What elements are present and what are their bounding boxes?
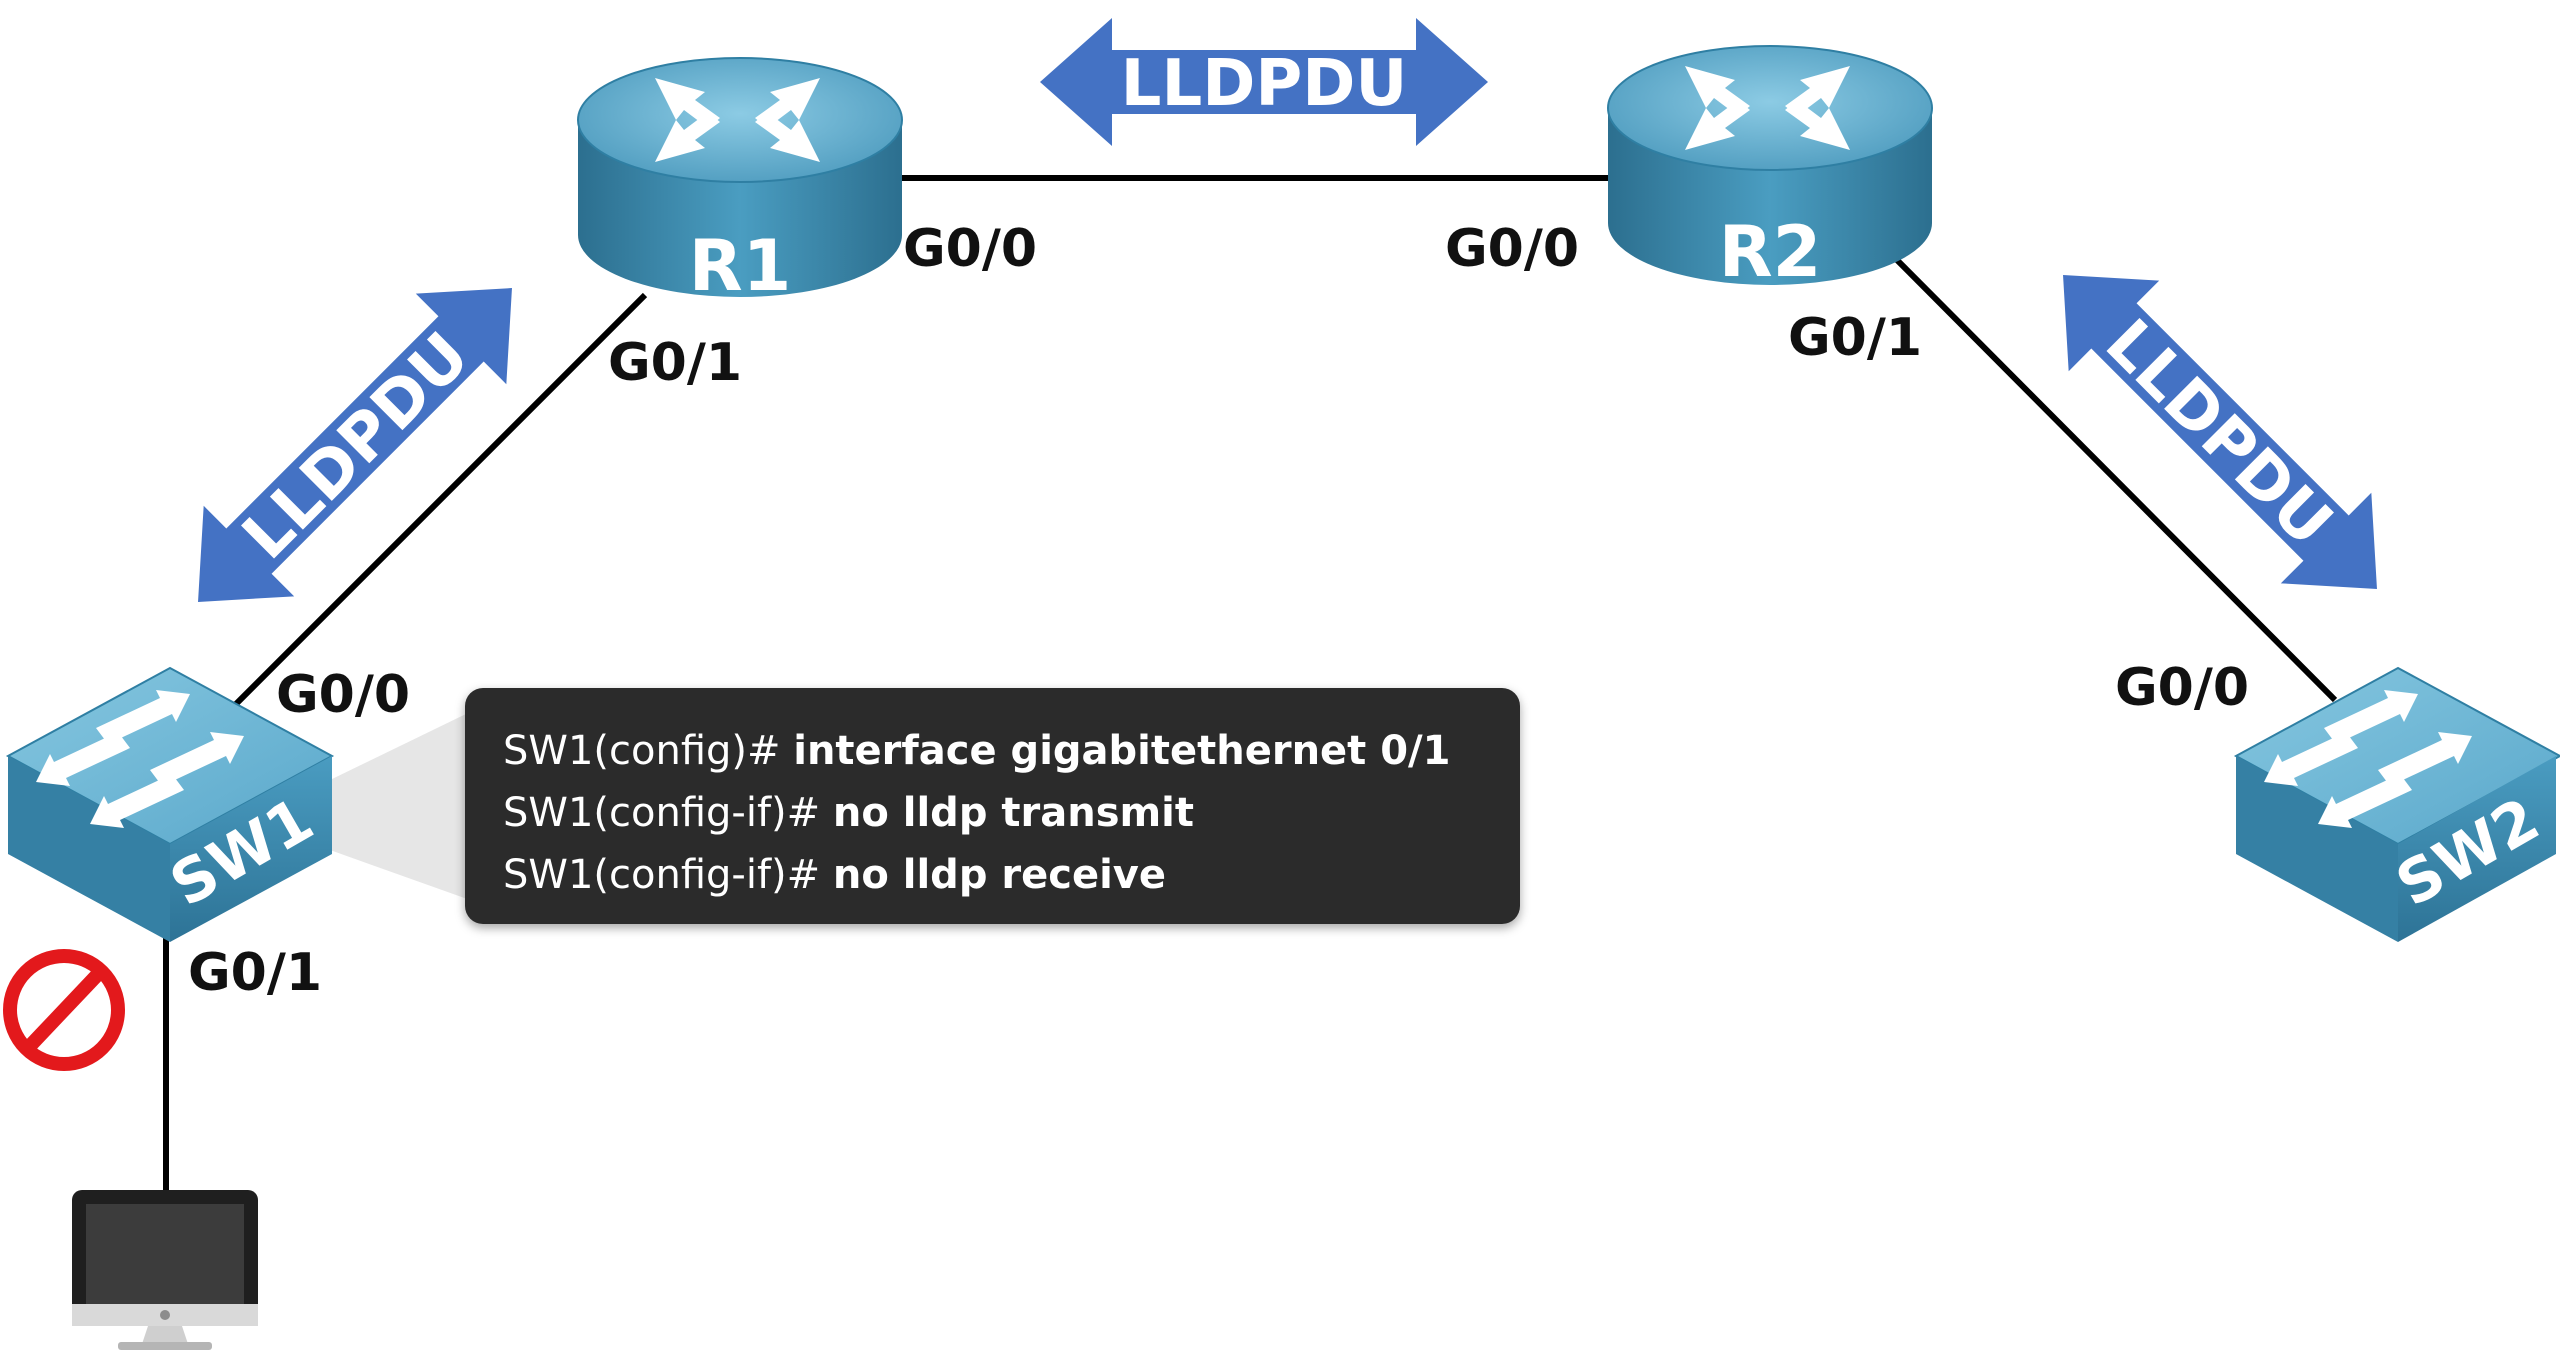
link-r1-sw1 (227, 292, 648, 713)
port-label-r1-g00: G0/0 (903, 219, 1037, 279)
link-r2-sw2 (1892, 255, 2338, 703)
port-label-r1-g01: G0/1 (608, 333, 742, 393)
port-label-r2-g01: G0/1 (1788, 308, 1922, 368)
cli-line-3: SW1(config-if)# no lldp receive (503, 844, 1520, 906)
device-label-r1: R1 (689, 225, 792, 307)
cli-command: no lldp transmit (832, 790, 1195, 836)
port-label-sw1-g00: G0/0 (276, 665, 410, 725)
lldpdu-label-top: LLDPDU (1121, 47, 1408, 121)
switch-arrows-icon (36, 690, 244, 828)
lldpdu-arrow-right: LLDPDU (2063, 275, 2377, 589)
port-label-sw2-g00: G0/0 (2115, 658, 2249, 718)
router-arrows-icon (655, 78, 820, 162)
cli-config-box: SW1(config)# interface gigabitethernet 0… (465, 688, 1520, 924)
cli-prompt: SW1(config-if)# (503, 852, 833, 898)
cli-prompt: SW1(config-if)# (503, 790, 833, 836)
switch-arrows-icon (2264, 690, 2472, 828)
computer-icon[interactable] (72, 1190, 258, 1350)
lldpdu-label-right: LLDPDU (2091, 306, 2346, 561)
cli-command: interface gigabitethernet 0/1 (793, 728, 1451, 774)
links (163, 175, 2338, 1195)
cli-prompt: SW1(config)# (503, 728, 794, 774)
device-label-r2: R2 (1719, 211, 1822, 293)
prohibited-icon (3, 949, 125, 1071)
port-label-r2-g00: G0/0 (1445, 219, 1579, 279)
router-arrows-icon (1685, 66, 1850, 150)
cli-command: no lldp receive (832, 852, 1166, 898)
lldpdu-arrow-top: LLDPDU (1040, 18, 1488, 146)
cli-line-1: SW1(config)# interface gigabitethernet 0… (503, 720, 1520, 782)
cli-line-2: SW1(config-if)# no lldp transmit (503, 782, 1520, 844)
port-label-sw1-g01: G0/1 (188, 943, 322, 1003)
lldpdu-label-left: LLDPDU (229, 319, 484, 574)
router-r1[interactable]: R1 (577, 57, 903, 307)
switch-sw2[interactable]: SW2 (2233, 666, 2560, 942)
cli-callout-pointer (330, 712, 470, 900)
router-r2[interactable]: R2 (1607, 45, 1933, 293)
